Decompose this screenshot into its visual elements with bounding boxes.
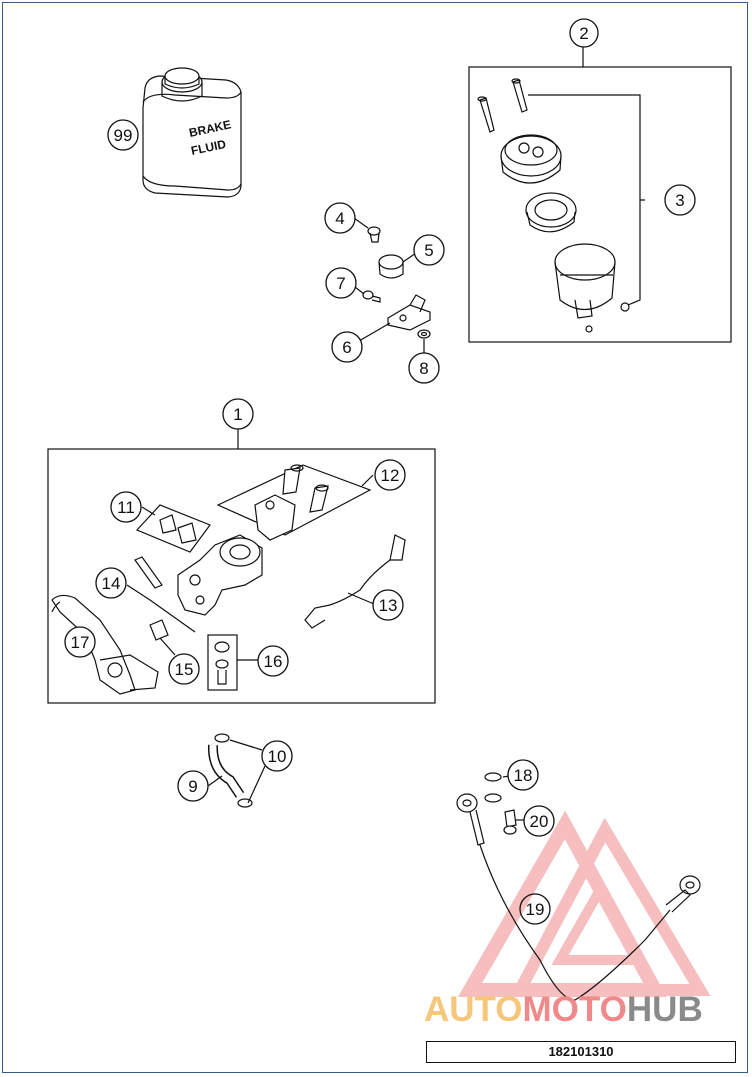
reservoir-bracket <box>387 294 431 331</box>
callout-18-text: 18 <box>514 766 533 785</box>
callout-1-text: 1 <box>233 405 242 424</box>
callout-4-text: 4 <box>335 209 344 228</box>
document-number: 182101310 <box>426 1041 736 1063</box>
callout-19-text: 19 <box>526 900 545 919</box>
bleeder-screw <box>367 226 381 243</box>
callout-1 <box>222 398 254 430</box>
fitting-kit-box <box>207 634 238 691</box>
sealing-rings <box>484 772 502 803</box>
callout-99 <box>107 119 139 151</box>
reservoir-screws <box>477 78 528 133</box>
callout-13-text: 13 <box>379 596 398 615</box>
callout-numbers: 99 2 3 4 5 7 6 8 1 12 11 14 13 17 15 16 … <box>71 24 685 919</box>
bracket-screw <box>362 290 381 303</box>
reservoir-body <box>554 243 616 319</box>
brake-fluid-can <box>142 67 242 198</box>
callout-5 <box>413 234 445 266</box>
reservoir-nut <box>585 325 593 333</box>
callout-19 <box>519 893 551 925</box>
callout-14-text: 14 <box>102 574 121 593</box>
reservoir-diaphragm <box>525 192 577 233</box>
piston-parts <box>159 514 197 544</box>
callout-15 <box>168 653 200 685</box>
reservoir-kit-box <box>468 66 732 343</box>
callout-17-text: 17 <box>71 633 90 652</box>
banjo-bolt <box>503 809 517 835</box>
brake-light-switch-cable <box>304 534 406 629</box>
callout-6-text: 6 <box>342 338 351 357</box>
pivot-pins <box>254 464 329 541</box>
callout-3 <box>664 184 696 216</box>
callout-16 <box>257 645 289 677</box>
callout-16-text: 16 <box>264 652 283 671</box>
callout-12 <box>374 459 406 491</box>
reservoir-cap <box>500 134 562 184</box>
callout-4 <box>324 202 356 234</box>
callout-6 <box>331 331 363 363</box>
callout-17 <box>64 626 96 658</box>
callout-circles <box>64 18 696 925</box>
master-cylinder-body <box>177 534 263 616</box>
callout-8-text: 8 <box>419 359 428 378</box>
master-cylinder-kit-box <box>47 448 436 704</box>
callout-10-text: 10 <box>268 747 287 766</box>
callout-5-text: 5 <box>424 241 433 260</box>
callout-99-text: 99 <box>114 126 133 145</box>
callout-15-text: 15 <box>175 660 194 679</box>
adjuster-screw <box>149 619 169 641</box>
callout-10 <box>261 740 293 772</box>
watermark-part-moto: MOTO <box>522 990 627 1029</box>
washer-nut <box>417 329 431 339</box>
reservoir-hose <box>207 733 253 808</box>
callout-20 <box>523 805 555 837</box>
callout-7 <box>325 267 357 299</box>
banjo-fitting <box>214 641 230 685</box>
callout-2-text: 2 <box>579 24 588 43</box>
watermark-wordmark: AUTOMOTOHUB <box>424 990 746 1030</box>
watermark-part-hub: HUB <box>626 990 703 1029</box>
callout-18 <box>507 759 539 791</box>
rubber-grommet <box>378 254 404 279</box>
brake-line <box>456 793 701 1001</box>
callout-2 <box>569 18 599 48</box>
push-rod <box>134 556 163 589</box>
callout-9 <box>177 770 209 802</box>
callout-8 <box>408 352 440 384</box>
callout-7-text: 7 <box>336 274 345 293</box>
callout-11 <box>110 491 142 523</box>
callout-3-text: 3 <box>675 191 684 210</box>
watermark-part-auto: AUTO <box>424 990 523 1029</box>
callout-9-text: 9 <box>188 777 197 796</box>
callout-20-text: 20 <box>530 812 549 831</box>
callout-11-text: 11 <box>117 498 135 517</box>
callout-12-text: 12 <box>381 466 400 485</box>
callout-14 <box>95 567 127 599</box>
watermark-logo <box>457 810 711 997</box>
callout-13 <box>372 589 404 621</box>
